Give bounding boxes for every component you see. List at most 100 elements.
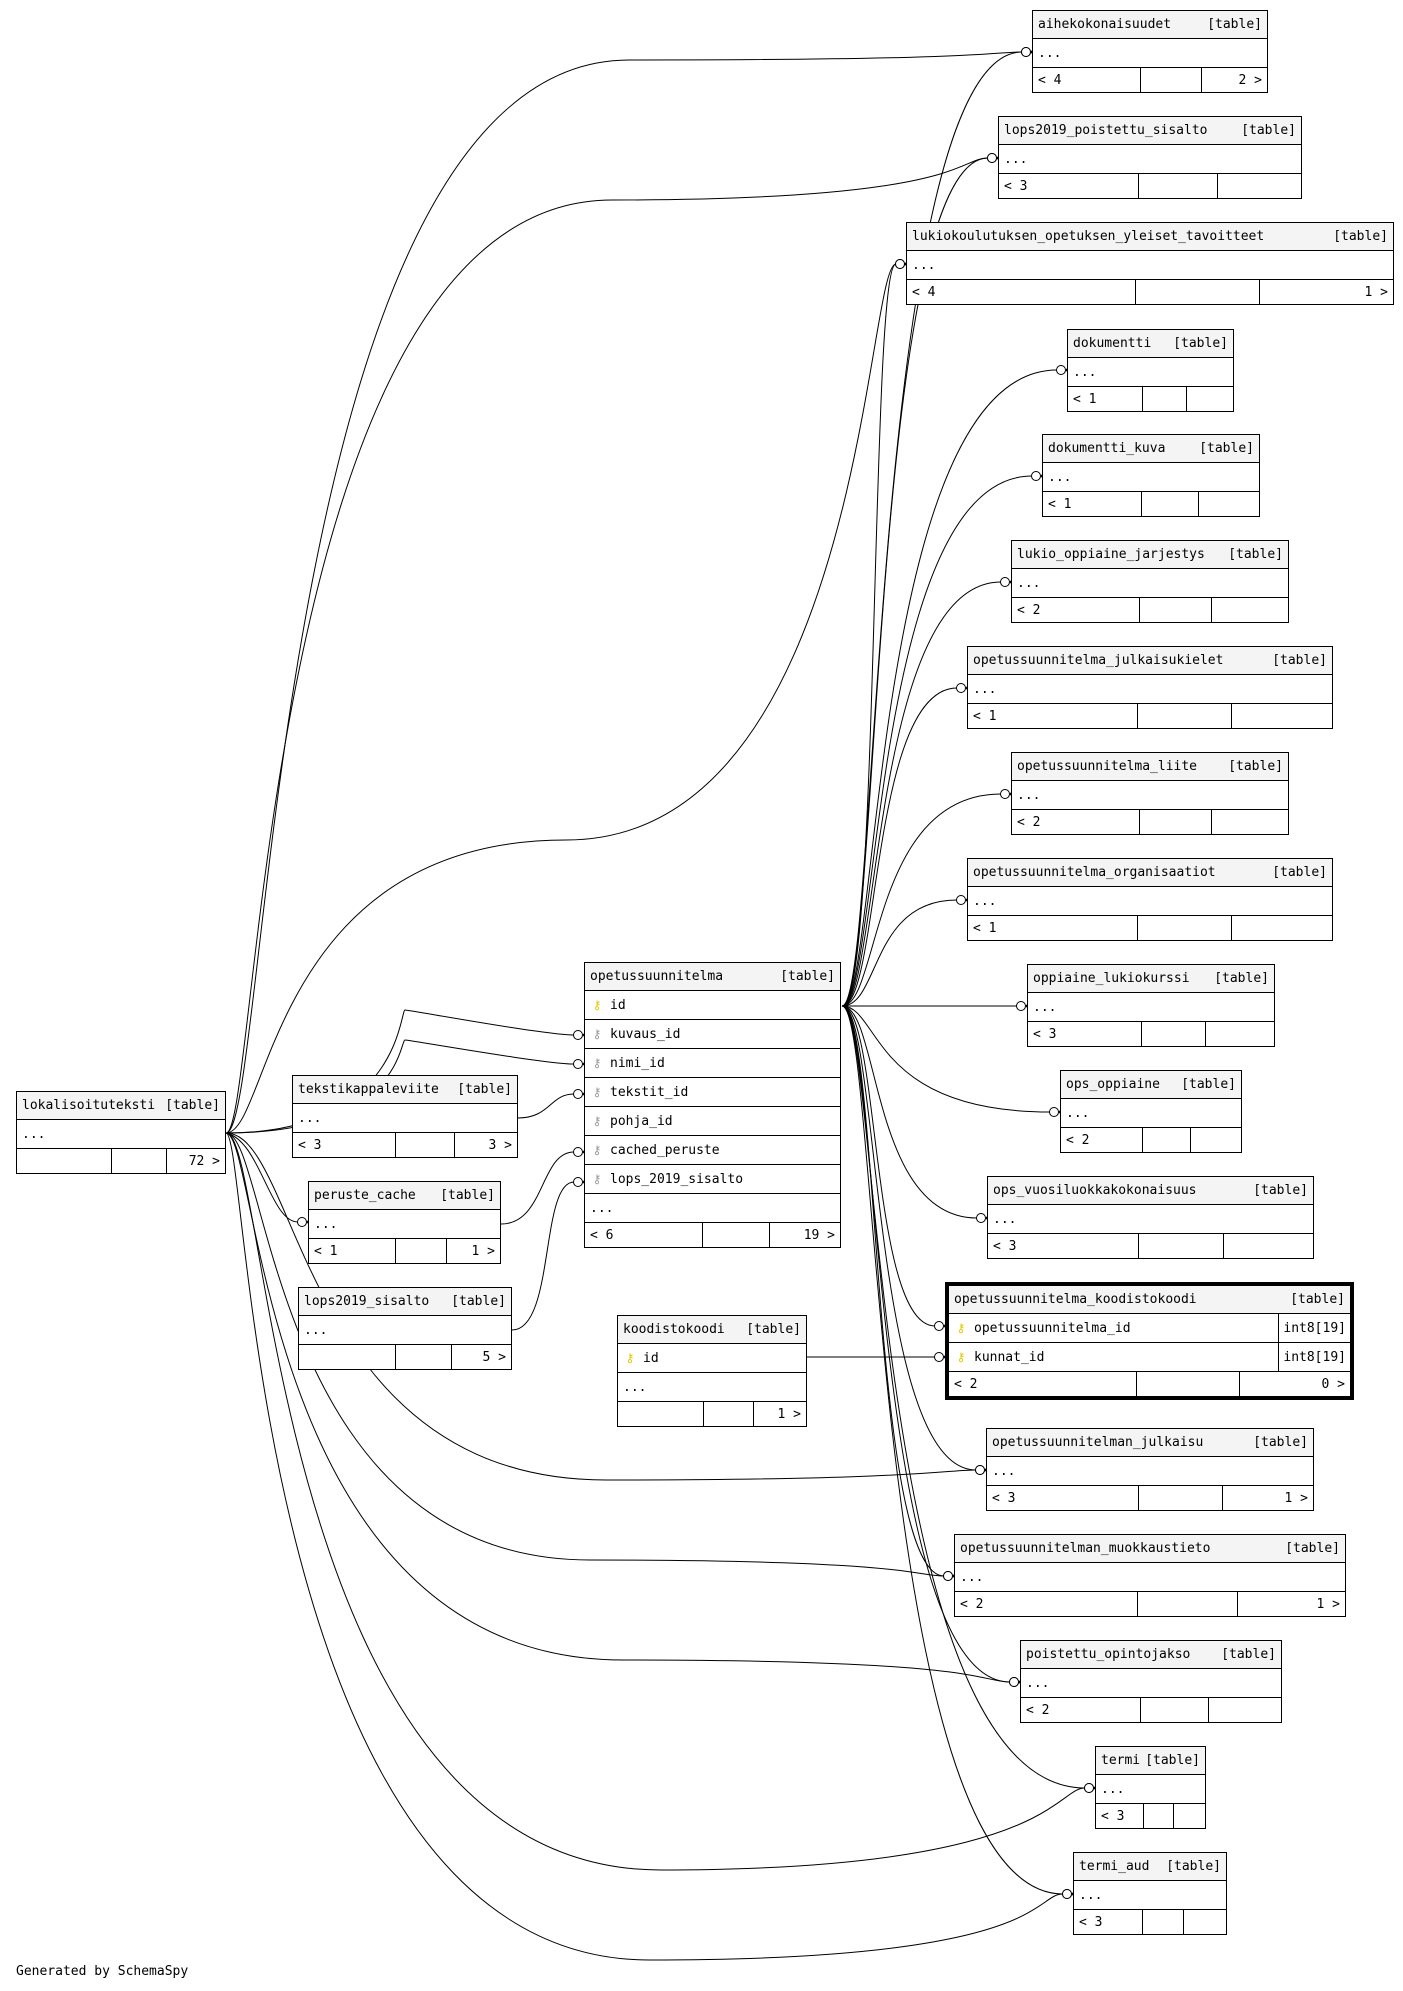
children-count[interactable]: 1 > [1237, 1592, 1345, 1616]
children-count[interactable] [1231, 916, 1332, 940]
children-count[interactable]: 1 > [1259, 280, 1393, 304]
children-middle[interactable] [1141, 492, 1198, 516]
parents-count[interactable] [299, 1345, 395, 1369]
children-middle[interactable] [1136, 1592, 1238, 1616]
parents-count[interactable]: < 3 [1101, 1808, 1125, 1824]
children-count[interactable] [1198, 492, 1259, 516]
children-count[interactable]: 5 > [451, 1345, 511, 1369]
children-middle[interactable] [395, 1239, 446, 1263]
parents-count[interactable]: < 2 [1017, 814, 1041, 830]
parents-count[interactable]: < 2 [1026, 1702, 1050, 1718]
children-middle[interactable] [1137, 704, 1231, 728]
parents-count[interactable]: < 3 [1033, 1026, 1057, 1042]
children-middle[interactable] [1138, 1234, 1222, 1258]
parents-count[interactable]: < 4 [1038, 72, 1062, 88]
parents-count[interactable]: < 2 [1066, 1132, 1090, 1148]
parents-count[interactable]: < 1 [314, 1243, 338, 1259]
children-middle[interactable] [1137, 1486, 1223, 1510]
parents-count[interactable]: < 4 [912, 284, 936, 300]
children-middle[interactable] [702, 1402, 753, 1426]
children-count[interactable]: 1 > [752, 1402, 806, 1426]
children-count[interactable]: 2 > [1201, 68, 1267, 92]
children-middle[interactable] [1142, 1804, 1173, 1828]
column-row[interactable]: ⚷lops_2019_sisalto [585, 1165, 840, 1194]
parents-count[interactable]: < 2 [954, 1376, 978, 1392]
children-middle[interactable] [1138, 174, 1217, 198]
table-lokalisoituteksti[interactable]: lokalisoituteksti[table]...72 > [16, 1091, 226, 1174]
column-row[interactable]: ⚷nimi_id [585, 1049, 840, 1078]
children-count[interactable]: 0 > [1239, 1372, 1350, 1396]
children-count[interactable] [1173, 1804, 1205, 1828]
table-opetussuunnitelma[interactable]: opetussuunnitelma[table]⚷id⚷kuvaus_id⚷ni… [584, 962, 841, 1248]
children-middle[interactable] [1134, 280, 1260, 304]
parents-count[interactable]: < 3 [298, 1137, 322, 1153]
children-count[interactable] [1185, 387, 1233, 411]
table-opetussuunnitelma-liite[interactable]: opetussuunnitelma_liite[table]...< 2 [1011, 752, 1289, 835]
children-middle[interactable] [1139, 68, 1202, 92]
children-middle[interactable] [1141, 1128, 1190, 1152]
parents-count[interactable]: < 2 [960, 1596, 984, 1612]
table-opetussuunnitelma-julkaisukielet[interactable]: opetussuunnitelma_julkaisukielet[table].… [967, 646, 1333, 729]
table-lukio-oppiaine-jarjestys[interactable]: lukio_oppiaine_jarjestys[table]...< 2 [1011, 540, 1289, 623]
children-count[interactable] [1210, 598, 1288, 622]
table-oppiaine-lukiokurssi[interactable]: oppiaine_lukiokurssi[table]...< 3 [1027, 964, 1275, 1047]
table-dokumentti-kuva[interactable]: dokumentti_kuva[table]...< 1 [1042, 434, 1260, 517]
children-count[interactable] [1182, 1910, 1227, 1934]
children-count[interactable] [1210, 810, 1288, 834]
table-lukiokoulutuksen-opetuksen-yleiset-tavoitteet[interactable]: lukiokoulutuksen_opetuksen_yleiset_tavoi… [906, 222, 1394, 305]
table-opetussuunnitelman-muokkaustieto[interactable]: opetussuunnitelman_muokkaustieto[table].… [954, 1534, 1346, 1617]
children-middle[interactable] [1138, 810, 1211, 834]
column-row[interactable]: ⚷cached_peruste [585, 1136, 840, 1165]
parents-count[interactable]: < 1 [973, 708, 997, 724]
children-count[interactable]: 1 > [445, 1239, 500, 1263]
table-dokumentti[interactable]: dokumentti[table]...< 1 [1067, 329, 1234, 412]
parents-count[interactable]: < 1 [973, 920, 997, 936]
column-row[interactable]: ⚷id [585, 991, 840, 1020]
children-count[interactable]: 1 > [1222, 1486, 1313, 1510]
children-count[interactable] [1231, 704, 1332, 728]
parents-count[interactable]: < 3 [992, 1490, 1016, 1506]
children-count[interactable]: 72 > [166, 1149, 225, 1173]
children-count[interactable] [1208, 1698, 1281, 1722]
table-koodistokoodi[interactable]: koodistokoodi[table]⚷id...1 > [617, 1315, 807, 1427]
children-count[interactable] [1189, 1128, 1241, 1152]
parents-count[interactable] [618, 1402, 703, 1426]
children-middle[interactable] [1141, 1910, 1183, 1934]
column-row[interactable]: ⚷pohja_id [585, 1107, 840, 1136]
children-count[interactable] [1216, 174, 1301, 198]
children-middle[interactable] [395, 1133, 454, 1157]
parents-count[interactable]: < 3 [1079, 1914, 1103, 1930]
table-ops-vuosiluokkakokonaisuus[interactable]: ops_vuosiluokkakokonaisuus[table]...< 3 [987, 1176, 1314, 1259]
children-middle[interactable] [1138, 598, 1211, 622]
children-count[interactable]: 19 > [768, 1223, 840, 1247]
table-ops-oppiaine[interactable]: ops_oppiaine[table]...< 2 [1060, 1070, 1242, 1153]
table-opetussuunnitelma-koodistokoodi[interactable]: opetussuunnitelma_koodistokoodi[table]⚷o… [945, 1282, 1354, 1400]
children-middle[interactable] [701, 1223, 769, 1247]
children-middle[interactable] [1140, 1698, 1208, 1722]
column-row[interactable]: ⚷tekstit_id [585, 1078, 840, 1107]
children-middle[interactable] [1135, 1372, 1239, 1396]
children-middle[interactable] [1137, 916, 1231, 940]
children-count[interactable] [1222, 1234, 1313, 1258]
parents-count[interactable]: < 1 [1048, 496, 1072, 512]
parents-count[interactable] [17, 1149, 111, 1173]
parents-count[interactable]: < 6 [590, 1227, 614, 1243]
table-lops2019-sisalto[interactable]: lops2019_sisalto[table]...5 > [298, 1287, 512, 1370]
children-count[interactable] [1205, 1022, 1274, 1046]
children-middle[interactable] [1141, 387, 1186, 411]
children-count[interactable]: 3 > [454, 1133, 517, 1157]
parents-count[interactable]: < 3 [993, 1238, 1017, 1254]
column-row[interactable]: ⚷id [618, 1344, 806, 1373]
table-termi[interactable]: termi[table]...< 3 [1095, 1746, 1206, 1829]
table-opetussuunnitelman-julkaisu[interactable]: opetussuunnitelman_julkaisu[table]...< 3… [986, 1428, 1314, 1511]
table-lops2019-poistettu-sisalto[interactable]: lops2019_poistettu_sisalto[table]...< 3 [998, 116, 1302, 199]
parents-count[interactable]: < 1 [1073, 391, 1097, 407]
children-middle[interactable] [395, 1345, 451, 1369]
children-middle[interactable] [111, 1149, 166, 1173]
parents-count[interactable]: < 2 [1017, 602, 1041, 618]
parents-count[interactable]: < 3 [1004, 178, 1028, 194]
